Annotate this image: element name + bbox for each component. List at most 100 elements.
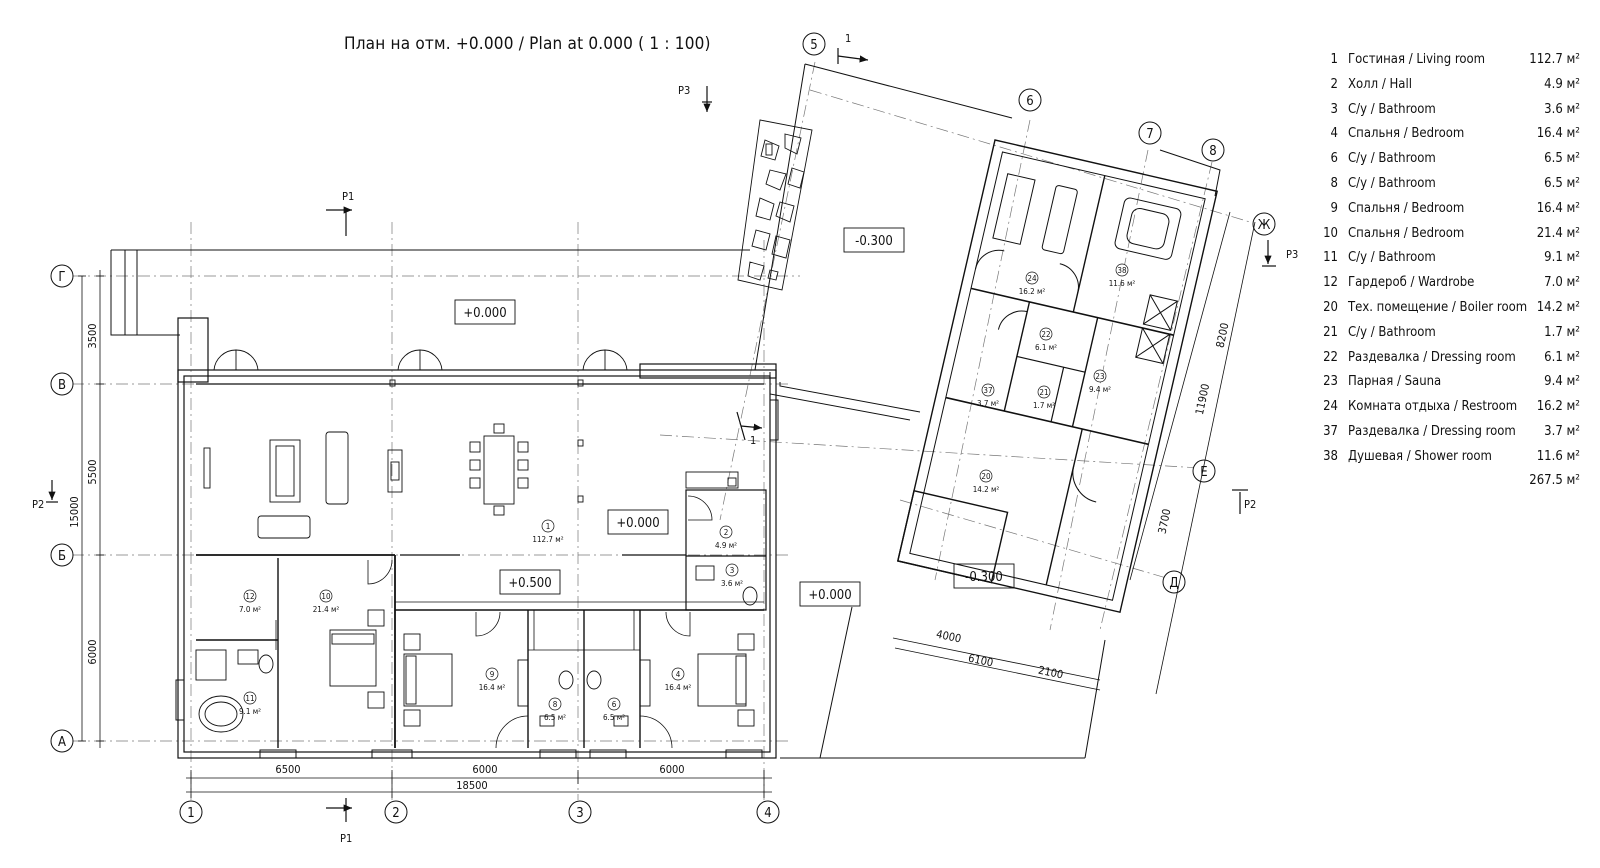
svg-text:38: 38 <box>1117 266 1127 275</box>
svg-text:9: 9 <box>490 670 495 679</box>
svg-text:Р1: Р1 <box>342 190 354 203</box>
svg-text:Д: Д <box>1169 576 1178 591</box>
svg-text:Б: Б <box>58 549 66 564</box>
svg-text:6.5 м²: 6.5 м² <box>544 713 566 722</box>
svg-text:4: 4 <box>676 670 681 679</box>
svg-text:3: 3 <box>730 566 735 575</box>
svg-text:8200: 8200 <box>1214 322 1232 349</box>
svg-text:22: 22 <box>1041 330 1050 339</box>
svg-text:20: 20 <box>981 472 991 481</box>
svg-text:6000: 6000 <box>659 763 684 776</box>
svg-text:3700: 3700 <box>1156 508 1174 535</box>
svg-text:8: 8 <box>1209 144 1216 159</box>
svg-text:2: 2 <box>392 806 399 821</box>
svg-text:+0.000: +0.000 <box>616 516 659 531</box>
room-tag-3: 33.6 м² <box>721 563 743 588</box>
svg-text:1.7 м²: 1.7 м² <box>1033 401 1055 410</box>
room-tag-22: 22 6.1 м² <box>1035 327 1057 352</box>
grid-lines <box>72 61 1251 800</box>
svg-text:Г: Г <box>58 270 65 285</box>
room-tag-2: 24.9 м² <box>715 525 737 550</box>
sauna-block <box>896 139 1218 614</box>
axis-marker-e: Е <box>1192 459 1216 483</box>
svg-text:12: 12 <box>245 592 254 601</box>
living-furniture <box>203 379 739 539</box>
axis-marker-1: 1 <box>179 800 203 824</box>
axis-marker-a: А <box>50 729 74 753</box>
axis-marker-b: Б <box>50 543 74 567</box>
svg-text:Ж: Ж <box>1258 218 1271 233</box>
axis-marker-6: 6 <box>1018 88 1042 112</box>
room-tag-8: 86.5 м² <box>544 697 566 722</box>
svg-text:7.0 м²: 7.0 м² <box>239 605 261 614</box>
svg-text:21: 21 <box>1039 388 1048 397</box>
svg-text:15000: 15000 <box>68 496 81 527</box>
room-tag-11: 119.1 м² <box>239 691 261 716</box>
svg-text:11: 11 <box>245 694 254 703</box>
svg-text:1: 1 <box>187 806 194 821</box>
bedroom-furniture <box>195 565 758 733</box>
svg-text:3.7 м²: 3.7 м² <box>977 399 999 408</box>
svg-text:4.9 м²: 4.9 м² <box>715 541 737 550</box>
svg-text:+0.000: +0.000 <box>808 588 851 603</box>
stone-path <box>737 119 813 291</box>
svg-text:1: 1 <box>845 32 851 45</box>
axis-marker-5: 5 <box>802 32 826 56</box>
axis-marker-d: Д <box>1162 570 1186 594</box>
svg-text:-0.300: -0.300 <box>855 234 893 249</box>
section-labels: Р1 Р1 Р2 Р2 Р3 Р3 1 1 <box>32 32 1298 845</box>
svg-text:6: 6 <box>612 700 617 709</box>
svg-text:1: 1 <box>546 522 551 531</box>
axis-marker-v: В <box>50 372 74 396</box>
svg-text:9.4 м²: 9.4 м² <box>1089 385 1111 394</box>
axis-marker-zh: Ж <box>1252 212 1276 236</box>
svg-text:В: В <box>58 378 66 393</box>
svg-text:6.5 м²: 6.5 м² <box>603 713 625 722</box>
level-boxes: +0.000 +0.000 +0.500 +0.000 -0.300 -0.30… <box>454 227 1015 607</box>
svg-text:5500: 5500 <box>86 459 99 484</box>
axis-markers: Г В Б А 1 2 3 4 5 6 7 8 Ж Е Д <box>50 32 1276 824</box>
axis-marker-8: 8 <box>1201 138 1225 162</box>
svg-text:Р3: Р3 <box>678 84 690 97</box>
svg-text:18500: 18500 <box>456 779 487 792</box>
svg-text:Р1: Р1 <box>340 832 352 845</box>
room-tag-4: 4 16.4 м² <box>665 667 692 692</box>
svg-text:6.1 м²: 6.1 м² <box>1035 343 1057 352</box>
svg-text:6: 6 <box>1026 94 1033 109</box>
svg-text:16.2 м²: 16.2 м² <box>1019 287 1046 296</box>
svg-text:6100: 6100 <box>967 652 994 670</box>
svg-text:+0.000: +0.000 <box>463 306 506 321</box>
svg-text:16.4 м²: 16.4 м² <box>665 683 692 692</box>
level-box-1: +0.000 <box>607 509 669 535</box>
svg-text:Р2: Р2 <box>32 498 44 511</box>
section-markers <box>46 48 1276 822</box>
svg-text:1: 1 <box>750 434 756 447</box>
axis-marker-4: 4 <box>756 800 780 824</box>
axis-marker-7: 7 <box>1138 121 1162 145</box>
room-tag-9: 916.4 м² <box>479 667 505 692</box>
axis-marker-g: Г <box>50 264 74 288</box>
svg-text:37: 37 <box>983 386 992 395</box>
drawing-title: План на отм. +0.000 / Plan at 0.000 ( 1 … <box>344 34 711 54</box>
level-box-0: +0.000 <box>454 299 516 325</box>
